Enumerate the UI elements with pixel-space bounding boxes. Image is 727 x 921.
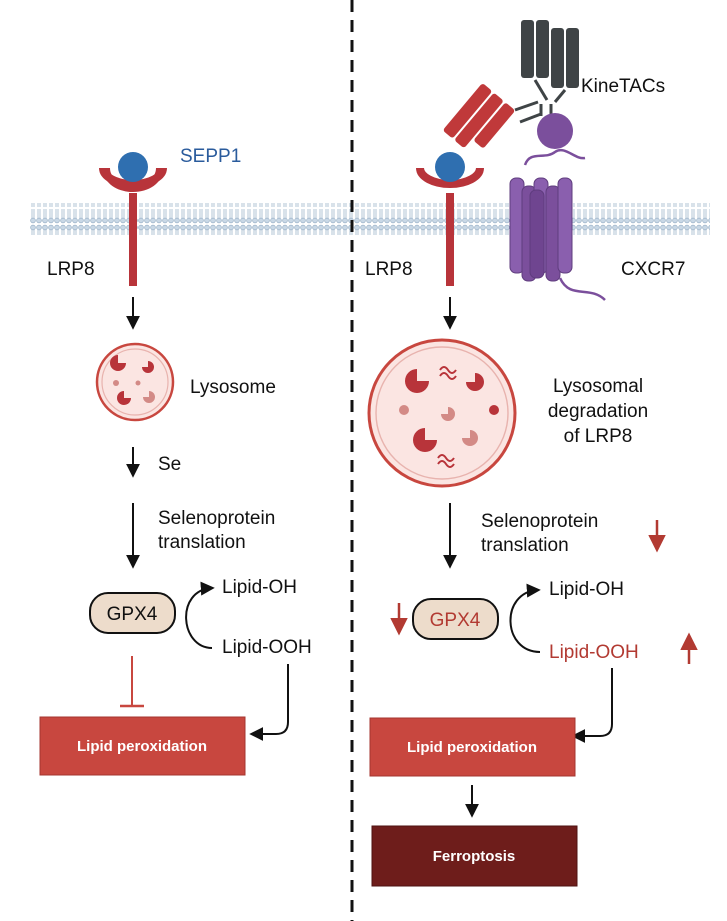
lrp8-label-left: LRP8 (47, 259, 95, 280)
lipid-oh-label-left: Lipid-OH (222, 577, 297, 598)
lipid-peroxidation-box-right (369, 717, 576, 777)
lysosome-right (367, 338, 517, 488)
translation-line2-right: translation (481, 535, 569, 556)
lipid-peroxidation-label-right: Lipid peroxidation (407, 739, 537, 756)
lysosomal-line1: Lysosomal (553, 376, 643, 397)
gpx4-label-right: GPX4 (430, 610, 481, 631)
sepp1-ligand-right (435, 152, 465, 182)
reaction-curve-right (509, 583, 541, 653)
right-panel: KineTACs LRP8 CXCR7 (365, 20, 698, 887)
se-label: Se (158, 454, 181, 475)
cxcr7-receptor (509, 149, 606, 301)
gpx4-label-left: GPX4 (107, 604, 158, 625)
ferroptosis-label: Ferroptosis (433, 848, 516, 865)
gpx4-node-left (89, 592, 176, 634)
translation-line1-left: Selenoprotein (158, 508, 275, 529)
cxcr7-label: CXCR7 (621, 259, 685, 280)
reaction-curve-left (185, 581, 215, 649)
cell-membrane (30, 203, 710, 235)
lrp8-label-right: LRP8 (365, 259, 413, 280)
lipid-peroxidation-label-left: Lipid peroxidation (77, 738, 207, 755)
lrp8-receptor-left (99, 167, 167, 286)
lipid-ooh-label-right: Lipid-OOH (549, 642, 639, 663)
left-panel: SEPP1 LRP8 Lysosome Se Selenoprotein tra… (39, 146, 312, 776)
lysosome-label: Lysosome (190, 377, 276, 398)
kinetacs-label: KineTACs (581, 76, 665, 97)
lysosomal-line2: degradation (548, 401, 648, 422)
kinetac-molecule (443, 20, 579, 149)
lysosome-left (95, 342, 175, 422)
sepp1-ligand (118, 152, 148, 182)
sepp1-label: SEPP1 (180, 146, 241, 167)
lrp8-receptor-right (416, 167, 484, 286)
gpx4-node-right (412, 598, 499, 640)
lysosomal-line3: of LRP8 (564, 426, 633, 447)
translation-line1-right: Selenoprotein (481, 511, 598, 532)
ferroptosis-box (371, 825, 578, 887)
lipid-peroxidation-box-left (39, 716, 246, 776)
arrow-ooh-to-peroxidation-right (571, 668, 613, 743)
lipid-oh-label-right: Lipid-OH (549, 579, 624, 600)
lipid-ooh-label-left: Lipid-OOH (222, 637, 312, 658)
arrow-ooh-to-peroxidation-left (249, 664, 289, 741)
translation-line2-left: translation (158, 532, 246, 553)
